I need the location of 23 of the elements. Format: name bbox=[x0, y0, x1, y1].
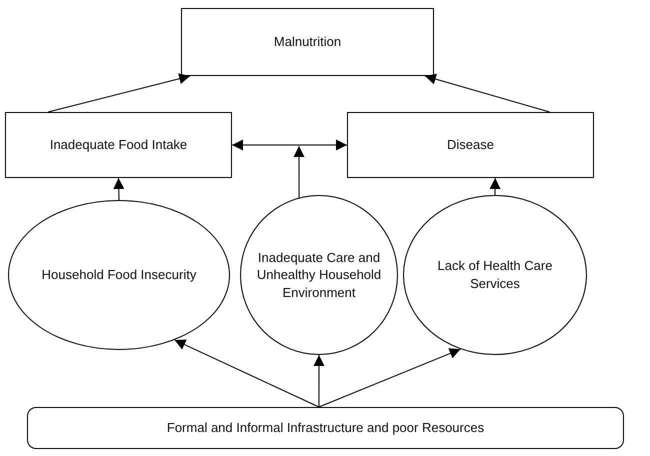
node-label: Inadequate Food Intake bbox=[50, 136, 188, 154]
process-box bbox=[181, 8, 434, 76]
ellipse-node bbox=[240, 195, 398, 355]
arrow bbox=[113, 178, 124, 200]
arrow bbox=[174, 339, 320, 408]
arrow bbox=[313, 354, 324, 408]
arrow bbox=[490, 178, 501, 196]
node-label: Inadequate Care and Unhealthy Household Environment bbox=[256, 248, 382, 302]
arrow bbox=[232, 140, 348, 150]
node-label: Lack of Health Care Services bbox=[436, 257, 554, 293]
node-label: Malnutrition bbox=[274, 33, 342, 51]
node-label: Disease bbox=[447, 136, 494, 154]
arrow bbox=[294, 146, 305, 198]
arrow bbox=[318, 348, 462, 408]
node-label: Formal and Informal Infrastructure and poor Resources bbox=[166, 419, 484, 437]
arrow bbox=[48, 73, 191, 112]
ellipse-node bbox=[403, 195, 587, 355]
node-label: Household Food Insecurity bbox=[42, 266, 196, 284]
arrow bbox=[424, 74, 550, 112]
rounded-box bbox=[27, 407, 624, 449]
process-box bbox=[347, 112, 594, 178]
ellipse-node bbox=[8, 200, 230, 350]
process-box bbox=[5, 112, 232, 178]
